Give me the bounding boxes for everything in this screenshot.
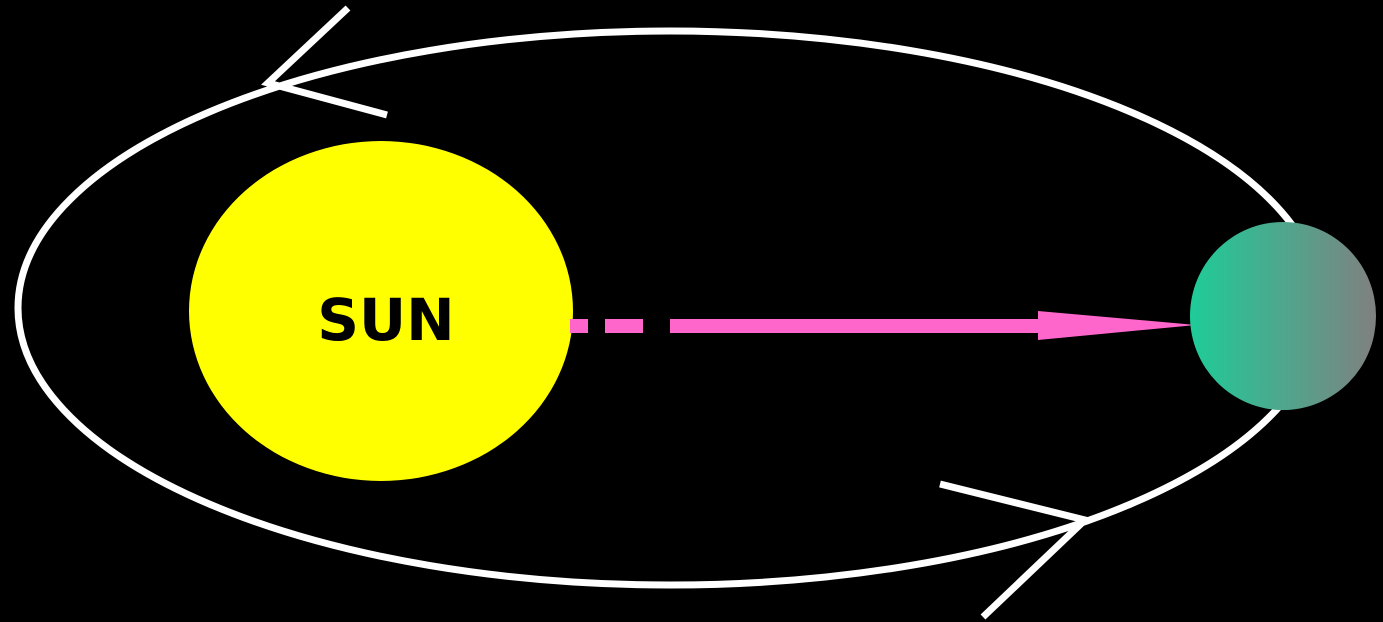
arrow-shaft bbox=[670, 319, 1042, 333]
planet bbox=[1190, 222, 1376, 410]
arrow-dash-2 bbox=[605, 319, 643, 333]
arrow-dash-1 bbox=[570, 319, 588, 333]
sun-label: SUN bbox=[317, 286, 454, 354]
